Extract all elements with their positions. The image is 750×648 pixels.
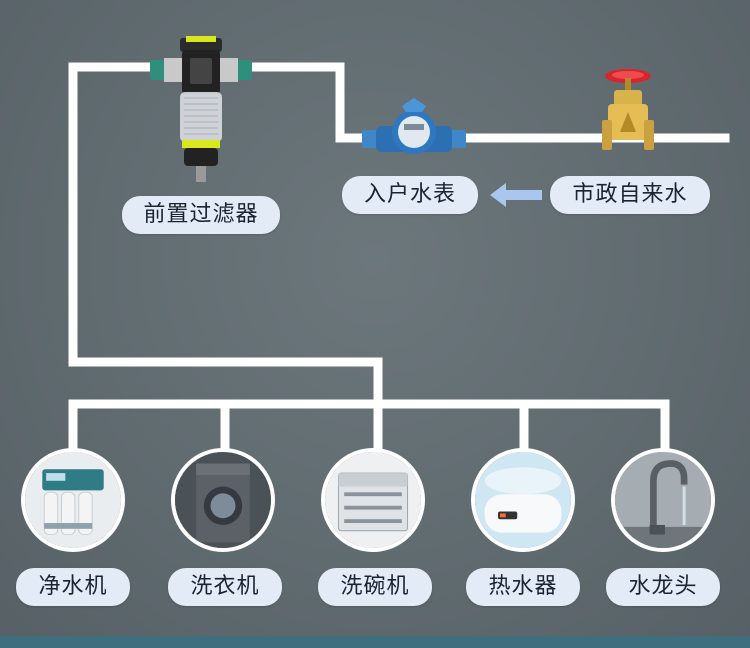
gate-valve-icon <box>602 69 654 150</box>
prefilter-icon <box>150 36 252 182</box>
water-purifier-icon <box>21 448 125 552</box>
source-label: 市政自来水 <box>550 176 710 214</box>
water-heater-icon <box>471 448 575 552</box>
washing-machine-icon <box>171 448 275 552</box>
dishwasher-icon <box>321 448 425 552</box>
appliance-label-purifier: 净水机 <box>16 568 130 606</box>
appliance-label-dishwasher: 洗碗机 <box>318 568 432 606</box>
appliance-label-heater: 热水器 <box>466 568 580 606</box>
meter-label: 入户水表 <box>342 176 478 214</box>
filter-label: 前置过滤器 <box>122 196 280 234</box>
faucet-icon <box>611 448 715 552</box>
bottom-bar <box>0 636 750 648</box>
appliance-label-washer: 洗衣机 <box>168 568 282 606</box>
appliance-label-faucet: 水龙头 <box>606 568 720 606</box>
water-meter-icon <box>362 98 466 154</box>
arrow-left-icon <box>490 183 542 207</box>
